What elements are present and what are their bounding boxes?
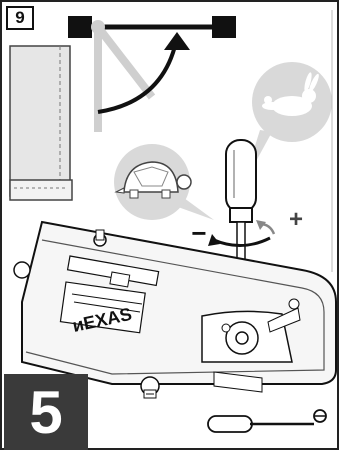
page-number-badge: 5 xyxy=(4,374,88,450)
machine-column xyxy=(10,46,72,200)
cover-rotation-diagram xyxy=(68,16,236,132)
minus-sign: − xyxy=(188,220,210,246)
step-number-badge: 9 xyxy=(6,6,34,30)
screwdriver-small xyxy=(208,410,326,432)
plus-sign: + xyxy=(286,208,306,232)
needle-plate: ᴎEXAS xyxy=(14,222,336,392)
slow-callout xyxy=(114,144,214,220)
presser-foot xyxy=(141,377,159,398)
